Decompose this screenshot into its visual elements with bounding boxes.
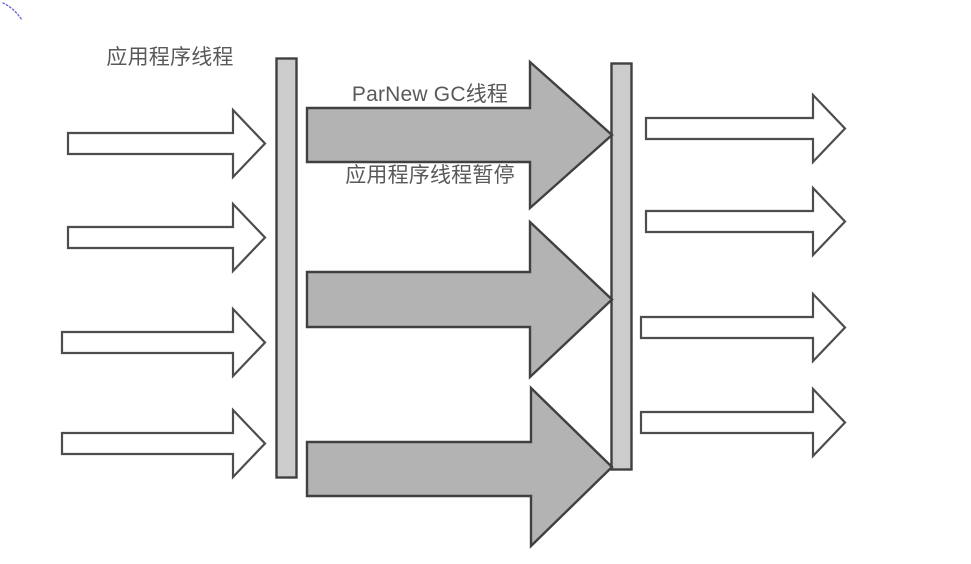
app-threads-label: 应用程序线程 [106, 46, 234, 69]
safepoint-end-barrier [610, 62, 633, 471]
safepoint-start-barrier [275, 57, 298, 479]
app-thread-arrow-before-1 [66, 107, 267, 180]
app-thread-arrow-before-2 [66, 201, 267, 274]
app-thread-arrow-before-3 [60, 306, 267, 379]
corner-selection-arc-icon [2, 2, 23, 21]
gc-thread-arrow-2 [305, 219, 614, 380]
gc-title-block: ParNew GC线程 应用程序线程暂停 [305, 27, 555, 243]
gc-thread-arrow-3 [305, 385, 614, 549]
app-thread-arrow-after-1 [644, 92, 847, 165]
gc-title-main: ParNew GC线程 [351, 83, 509, 106]
app-threads-before-group [60, 107, 267, 480]
gc-threads-group [305, 59, 614, 549]
app-thread-arrow-after-3 [639, 291, 847, 364]
gc-thread-arrow-1 [305, 59, 614, 211]
app-thread-arrow-after-4 [639, 386, 847, 459]
app-thread-arrow-before-4 [60, 407, 267, 480]
app-thread-arrow-after-2 [644, 185, 847, 258]
gc-title-sub: 应用程序线程暂停 [345, 164, 515, 187]
app-threads-after-group [639, 92, 847, 459]
